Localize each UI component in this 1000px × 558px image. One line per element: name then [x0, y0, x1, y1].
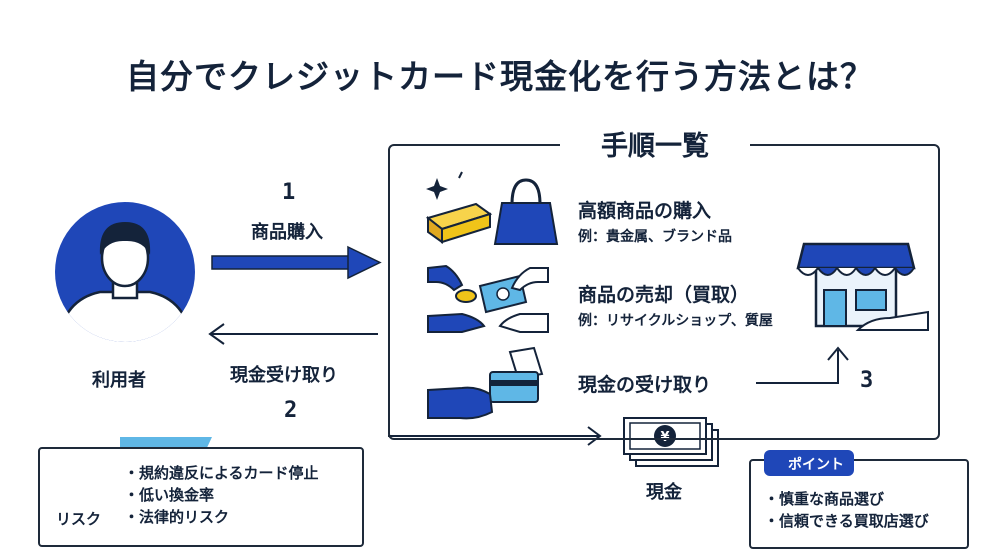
risk-item: ・低い換金率: [124, 486, 215, 504]
step3-arrow: [756, 346, 849, 384]
shop-icon: [796, 242, 929, 331]
cash-label: 現金: [646, 482, 682, 503]
cash-receive-label: 現金受け取り: [230, 365, 338, 386]
risk-item: ・法律的リスク: [124, 508, 230, 526]
point-tag: ポイント: [764, 450, 854, 476]
step-heading-2: 商品の売却（買取）: [578, 284, 750, 306]
to-cash-arrow: [388, 426, 602, 446]
step-sub-1: 例：貴金属、ブランド品: [578, 229, 732, 245]
yen-bills-icon: ¥: [623, 417, 719, 467]
point-item: ・信頼できる買取店選び: [764, 512, 929, 530]
risk-item: ・規約違反によるカード停止: [124, 464, 319, 482]
purchase-label: 商品購入: [251, 222, 323, 243]
purchase-arrow: [211, 245, 382, 280]
svg-text:¥: ¥: [660, 430, 669, 445]
step-sub-2: 例：リサイクルショップ、質屋: [578, 313, 773, 329]
step-heading-3: 現金の受け取り: [578, 374, 712, 396]
gold-and-bag-icon: [425, 171, 559, 245]
risk-label: リスク: [56, 510, 102, 528]
user-label: 利用者: [92, 370, 146, 391]
point-tag-label: ポイント: [788, 457, 844, 473]
step-number-3: 3: [860, 368, 874, 393]
risk-list: ・規約違反によるカード停止 ・低い換金率 ・法律的リスク: [124, 462, 319, 528]
point-item: ・慎重な商品選び: [764, 490, 885, 508]
point-list: ・慎重な商品選び ・信頼できる買取店選び: [764, 488, 929, 532]
step-heading-1: 高額商品の購入: [578, 200, 712, 222]
cash-return-arrow: [208, 323, 378, 345]
page-title: 自分でクレジットカード現金化を行う方法とは？: [126, 57, 874, 96]
card-and-cash-icon: [427, 346, 544, 420]
step-number-2: 2: [284, 398, 298, 423]
risk-box: [38, 447, 364, 547]
handover-money-icon: [427, 264, 549, 333]
user-avatar-icon: [55, 202, 195, 342]
panel-title: 手順一覧: [560, 124, 750, 163]
step-number-1: 1: [282, 180, 296, 205]
